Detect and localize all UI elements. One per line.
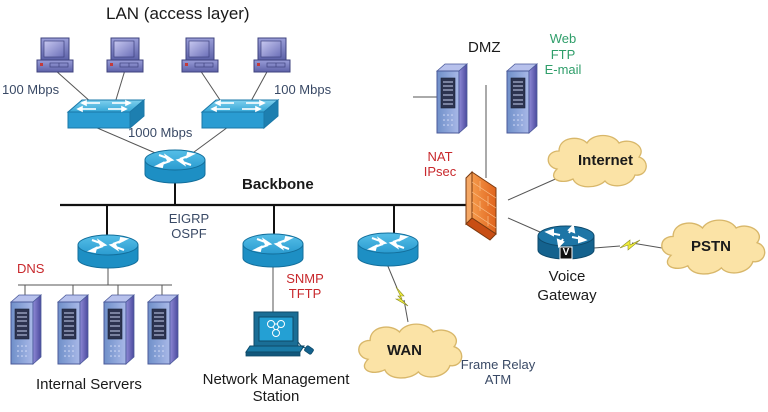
- pc-icon[interactable]: [36, 37, 74, 73]
- internal-server-icon[interactable]: [147, 294, 179, 365]
- wan-label: WAN: [387, 342, 422, 359]
- distribution-router-icon[interactable]: [144, 149, 206, 184]
- pstn-label: PSTN: [691, 238, 732, 255]
- link-firewall-internet: [507, 176, 561, 201]
- routing-protocol-eigrp: EIGRP: [168, 211, 210, 226]
- access-switch-icon[interactable]: [201, 99, 279, 129]
- wan-tech-atm: ATM: [484, 371, 512, 387]
- link-firewall-voice-gateway: [507, 217, 541, 233]
- pstn-serial-lightning-icon: [619, 239, 641, 251]
- server-router-icon[interactable]: [77, 234, 139, 269]
- internal-server-icon[interactable]: [10, 294, 42, 365]
- firewall-features-label: NAT IPsec: [420, 149, 460, 180]
- management-protocols-label: SNMP TFTP: [280, 271, 330, 302]
- internal-servers-label: Internal Servers: [36, 376, 142, 393]
- network-management-station-icon[interactable]: [245, 311, 314, 357]
- pc-icon[interactable]: [253, 37, 291, 73]
- routing-protocol-ospf: OSPF: [171, 225, 207, 241]
- voice-badge-letter: V: [562, 247, 570, 258]
- mgmt-protocol-snmp: SNMP: [286, 271, 324, 286]
- firewall-icon[interactable]: [465, 170, 497, 241]
- distribution-link-speed: 1000 Mbps: [128, 125, 193, 140]
- dns-label: DNS: [17, 261, 45, 276]
- link-router-wan-a: [386, 263, 398, 289]
- dmz-services-label: Web FTP E-mail: [540, 31, 586, 78]
- wan-serial-lightning-icon: [394, 286, 409, 307]
- internal-server-icon[interactable]: [103, 294, 135, 365]
- dmz-service-web: Web: [549, 31, 577, 46]
- nms-label-line1: Network Management: [202, 371, 350, 388]
- internal-server-icon[interactable]: [57, 294, 89, 365]
- firewall-feature-ipsec: IPsec: [423, 163, 457, 179]
- dmz-server-icon[interactable]: [436, 63, 468, 134]
- voice-gateway-label: Voice Gateway: [533, 268, 601, 306]
- link-pc3-switch2: [199, 69, 223, 104]
- dmz-server-icon[interactable]: [506, 63, 538, 134]
- link-pc2-switch1: [114, 69, 126, 104]
- wan-tech-frame-relay: Frame Relay: [460, 357, 536, 372]
- dmz-label: DMZ: [468, 39, 501, 56]
- lan-uplink-speed-right: 100 Mbps: [274, 82, 332, 97]
- voice-gateway-line1: Voice: [548, 268, 586, 285]
- lan-access-layer-title: LAN (access layer): [106, 4, 250, 23]
- wan-technologies-label: Frame Relay ATM: [458, 357, 538, 388]
- pc-icon[interactable]: [181, 37, 219, 73]
- lan-uplink-speed-left: 100 Mbps: [2, 82, 60, 97]
- link-switch1-router: [94, 126, 161, 156]
- links: [18, 69, 663, 323]
- network-management-station-label: Network Management Station: [190, 371, 362, 405]
- voice-gateway-line2: Gateway: [537, 286, 597, 304]
- mgmt-protocol-tftp: TFTP: [288, 285, 322, 301]
- nms-label-line2: Station: [252, 387, 300, 405]
- link-switch2-router: [189, 126, 229, 156]
- backbone-label: Backbone: [242, 176, 314, 193]
- link-pc4-switch2: [249, 69, 269, 104]
- wan-router-icon[interactable]: [357, 232, 419, 267]
- dmz-service-email: E-mail: [544, 62, 582, 78]
- internet-label: Internet: [578, 152, 634, 169]
- firewall-feature-nat: NAT: [427, 149, 453, 164]
- management-router-icon[interactable]: [242, 233, 304, 268]
- link-pc1-switch1: [54, 69, 93, 104]
- pc-icon[interactable]: [106, 37, 144, 73]
- voice-badge: [559, 246, 573, 260]
- dmz-service-ftp: FTP: [550, 46, 576, 62]
- link-voice-gateway-pstn: [593, 245, 621, 249]
- voice-gateway-router-icon[interactable]: [537, 223, 595, 260]
- link-pstn-cloud: [631, 242, 663, 249]
- access-switch-icon[interactable]: [67, 99, 145, 129]
- routing-protocols-label: EIGRP OSPF: [163, 211, 215, 242]
